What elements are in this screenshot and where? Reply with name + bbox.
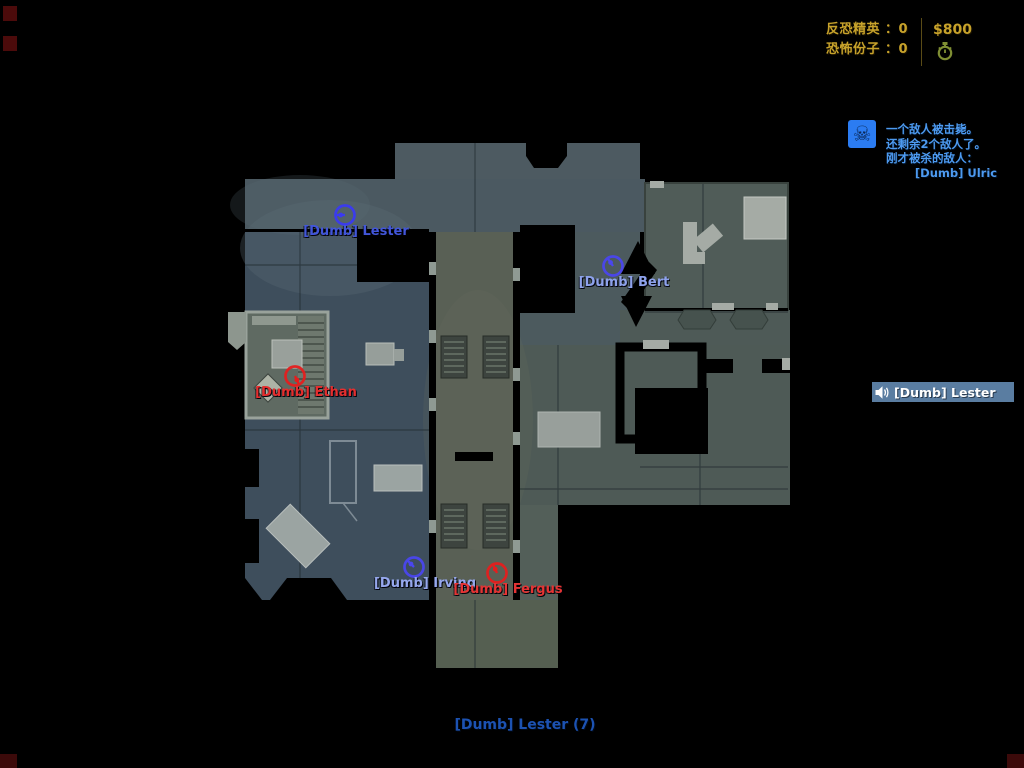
speaker-icon — [875, 385, 889, 399]
hud-remnant-bottom-right — [1007, 754, 1024, 768]
player-name-label: [Dumb] Ethan — [255, 385, 357, 400]
player-ring-icon — [486, 562, 508, 584]
map-furniture — [265, 181, 790, 569]
ct-score-label: 反恐精英 ：0 — [826, 22, 909, 37]
hud-remnant-bottom-left — [0, 754, 17, 768]
scoreboard: 反恐精英 ：0 恐怖份子 ：0 — [826, 20, 908, 60]
staircase-structure — [228, 310, 330, 420]
kill-notice-victim: [Dumb] Ulric — [914, 165, 998, 180]
hud-remnant-top-1 — [3, 6, 17, 21]
player-name-label: [Dumb] Irving — [373, 576, 477, 591]
player-ring-icon — [284, 365, 306, 387]
kill-notice-line: 刚才被杀的敌人： — [886, 151, 978, 165]
kill-notice: 一个敌人被击毙。 还剩余2个敌人了。 刚才被杀的敌人： [Dumb] Ulric — [886, 122, 1024, 180]
timer-icon — [936, 41, 954, 65]
player-name-label: [Dumb] Bert — [578, 275, 670, 290]
player-name-label: [Dumb] Fergus — [453, 582, 563, 597]
t-score-label: 恐怖份子 ：0 — [826, 42, 909, 57]
player-name-label: [Dumb] Lester — [303, 224, 409, 239]
player-ring-icon — [403, 556, 425, 578]
kill-notice-line: 一个敌人被击毙。 — [886, 122, 978, 136]
spectating-label: [Dumb] Lester (7) — [454, 717, 596, 733]
voice-indicator: [Dumb] Lester — [872, 382, 1014, 402]
money-label: $800 — [933, 22, 972, 38]
kill-notice-line: 还剩余2个敌人了。 — [886, 136, 987, 151]
hud-remnant-top-2 — [3, 36, 17, 51]
player-ring-icon — [334, 204, 356, 226]
scoreboard-divider — [921, 18, 922, 66]
skull-icon: ☠ — [848, 120, 876, 148]
voice-speaker-name: [Dumb] Lester — [894, 384, 996, 400]
player-ring-icon — [602, 255, 624, 277]
